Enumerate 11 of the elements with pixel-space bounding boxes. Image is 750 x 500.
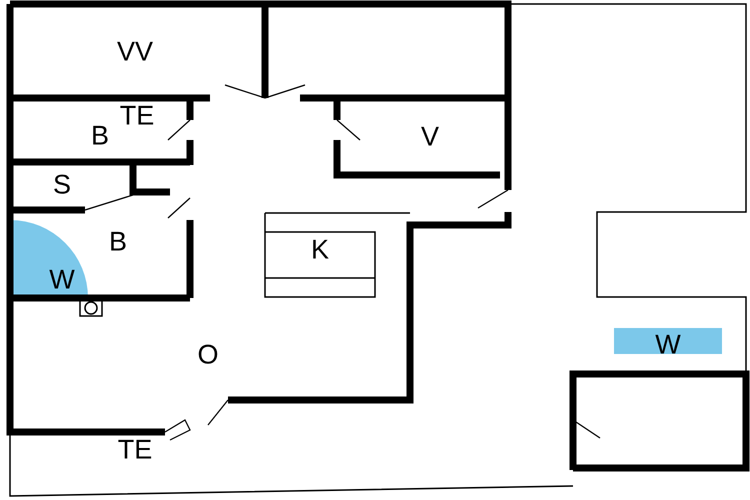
room-label: K (311, 236, 329, 264)
room-label: V (421, 124, 439, 150)
room-label: VV (116, 38, 154, 66)
room-label: S (53, 172, 71, 198)
room-label: B (109, 228, 127, 256)
room-label: W (655, 332, 681, 358)
room-label: W (49, 266, 75, 294)
room-label: TE (120, 102, 154, 130)
room-label: O (198, 342, 218, 368)
room-label: B (91, 122, 109, 150)
room-label: TE (118, 436, 152, 464)
